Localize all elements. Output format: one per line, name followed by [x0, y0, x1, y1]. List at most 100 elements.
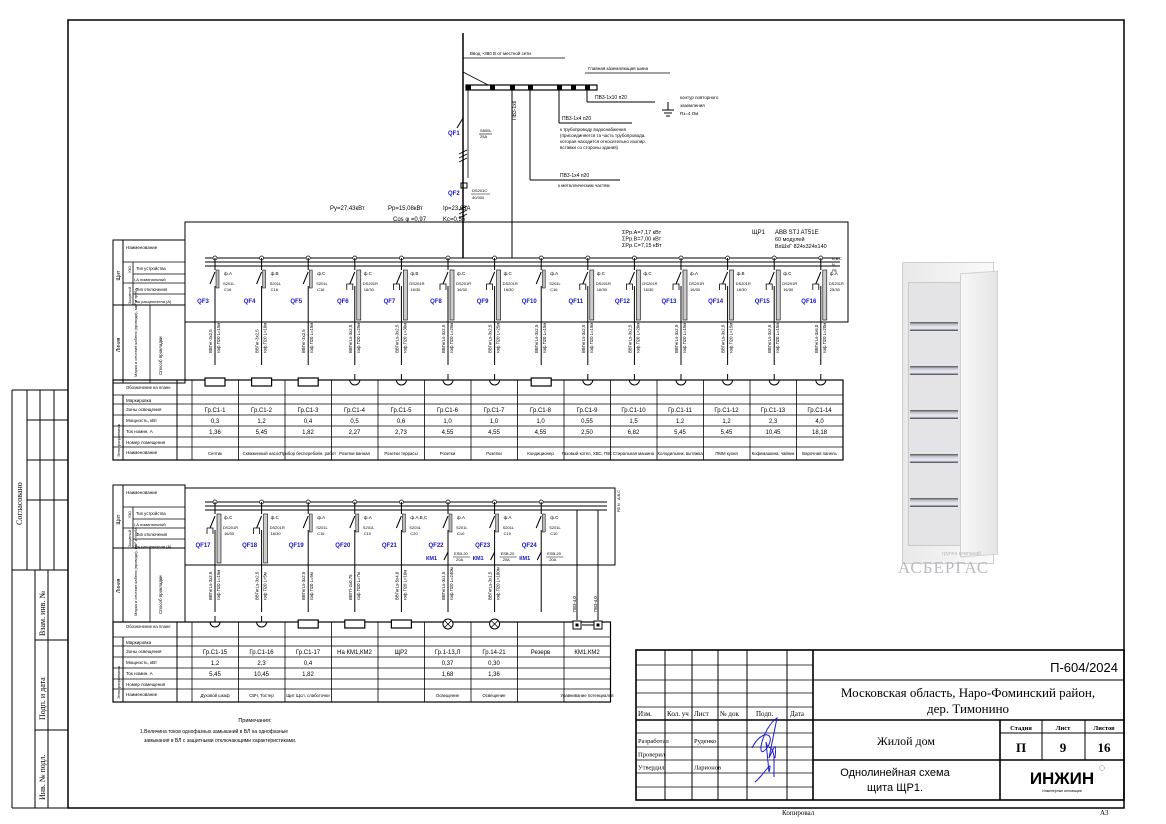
cable-mark: ВВГнгLs-3х2,5 [441, 324, 446, 353]
table-cell-zones: Гр.С1-14 [807, 408, 832, 414]
table-cell-power: 2,3 [769, 419, 778, 425]
table-cell-current: 4,55 [535, 430, 547, 436]
table-cell-zones: Гр.С1-10 [621, 408, 646, 414]
cable-method: гоф.П20 L=180м [496, 567, 501, 600]
cable-mark: ВВГнгLs-3х2,5 [394, 324, 399, 353]
rcd-symbol-icon [253, 527, 260, 534]
cable-mark: ВВГнгLs-3х6,0 [814, 324, 819, 353]
breaker-rating: C16 [317, 287, 325, 292]
breaker-type: S201L [503, 525, 515, 530]
release-label: Защитный [128, 530, 132, 547]
table-cell-zones: Гр.С1-5 [391, 408, 413, 414]
neutral-path [262, 269, 266, 289]
distribution-cabinet-photo: группа компаний АСБЕРГАС [890, 262, 1030, 582]
breaker-label: QF6 [337, 299, 349, 305]
address-line: дер. Тимонино [927, 701, 1009, 716]
breaker-rating: C16 [317, 531, 325, 536]
circuit-breaker-qf16 [812, 269, 828, 321]
row-label-method: Способ прокладки [158, 336, 163, 375]
table-cell-current: 4,55 [488, 430, 500, 436]
breaker-type: DS201R [642, 281, 657, 286]
cable-method: гоф.П20 L=20м [635, 323, 640, 353]
breaker-type: S201L [549, 281, 561, 286]
circuit-breaker-qf22 [448, 513, 453, 533]
phase-label: ф.В [410, 271, 418, 276]
phase-power-sum: ΣPр.А=7,17 кВт [622, 230, 662, 236]
bus-label: N [832, 263, 835, 267]
row-label-consumer_name: Наименование [126, 450, 158, 455]
breaker-contact [535, 271, 542, 285]
bus-terminal [466, 85, 471, 90]
breaker-label: QF17 [195, 543, 211, 549]
phase-power-sum: ΣPр.С=7,15 кВт [622, 243, 662, 249]
table-cell-current: 18,18 [812, 430, 828, 436]
breaker-contact [256, 271, 263, 285]
phase-label: ф.С [224, 515, 233, 520]
table-cell-current: 5,45 [256, 430, 268, 436]
table-cell-current: 5,45 [721, 430, 733, 436]
bus-terminal [490, 85, 495, 90]
terminal-dot [596, 623, 600, 627]
socket-icon [395, 379, 408, 386]
consumer-group-label: Электроприемник [116, 666, 121, 699]
table-cell-power: 1,0 [536, 419, 545, 425]
breaker-contact [442, 271, 449, 285]
phase-label: ф.С [783, 271, 792, 276]
cable-method: гоф.П20 L=25м [356, 323, 361, 353]
phase-label: ф.С [317, 271, 326, 276]
calculated-current: Iр=23,63А [443, 206, 471, 212]
table-cell-zones: Гр.С1-3 [298, 408, 320, 414]
table-cell-power: 0,30 [488, 661, 500, 667]
breaker-contact [535, 515, 542, 529]
breaker-rating: 16/30 [457, 287, 468, 292]
breaker-type: S201L [316, 525, 328, 530]
contactor-type: ESB-20 [454, 551, 469, 556]
table-cell-zones: Гр.С1-8 [530, 408, 552, 414]
water-note-line: которая находится относительно изолир. [560, 139, 646, 144]
rcd-n-path [496, 269, 501, 321]
row-label-marking: Маркировка [126, 640, 152, 645]
format-label: А3 [1100, 809, 1109, 817]
circuit-breaker-qf10 [541, 269, 546, 289]
contactor-type: ESB-20 [547, 551, 562, 556]
metal-note-label: к металлическим частям [558, 183, 610, 188]
contactor-rating: 20А [503, 557, 510, 562]
neutral-path [215, 269, 220, 289]
table-cell-names: Розетки [440, 451, 456, 456]
cable-method: гоф.П20 L=15м [309, 323, 314, 353]
table-cell-names: Скважинный насос [243, 451, 282, 456]
qf2-label: QF2 [448, 191, 460, 197]
breaker-contact [349, 515, 356, 529]
cable-method: гоф.П20 L=15м [729, 323, 734, 353]
table-cell-names: ПММ кухня [715, 451, 738, 456]
breaker-label: QF16 [801, 299, 817, 305]
breaker-label: QF13 [661, 299, 677, 305]
title-block [635, 649, 1125, 801]
watermark-logo: АСБЕРГАС [898, 558, 990, 577]
table-cell-power: 0,37 [442, 661, 454, 667]
qf1-rating: 25А [480, 134, 487, 139]
cable-method: гоф.П20 L=10м [263, 323, 268, 353]
table-cell-names: Розетки террасы [384, 451, 417, 456]
row-label-table [112, 239, 186, 384]
cable-mark: ВВГнгLs-3х2,5 [627, 324, 632, 353]
rcd-symbol-icon [626, 283, 633, 290]
tb-person: Ларионов [694, 765, 721, 772]
table-cell-names: Стиральная машина [613, 451, 655, 456]
row-label-table [112, 484, 186, 623]
row-label-nominal: I,А номинальный [134, 522, 166, 527]
rcd-n-path [356, 269, 362, 321]
drawing-title: Однолинейная схема [840, 767, 950, 779]
cable-mark: ВВГнгLs-3х2,5 [301, 571, 306, 600]
breaker-type: DS201R [596, 281, 611, 286]
breaker-type: DS201R [409, 281, 424, 286]
circuit-breaker-qf19 [308, 513, 313, 533]
breaker-contact [628, 271, 635, 285]
load-box-icon [297, 619, 319, 629]
ground-wire-label: ПВ3-1х10 п20 [595, 95, 627, 101]
table-cell-names: Розетки ванная [339, 451, 370, 456]
rcd-symbol-icon [346, 283, 354, 290]
breaker-rating: C16 [224, 287, 232, 292]
bus-terminal [557, 85, 562, 90]
row-label-cable: Марка и сечение кабеля (провода), мм² и … [133, 527, 138, 616]
